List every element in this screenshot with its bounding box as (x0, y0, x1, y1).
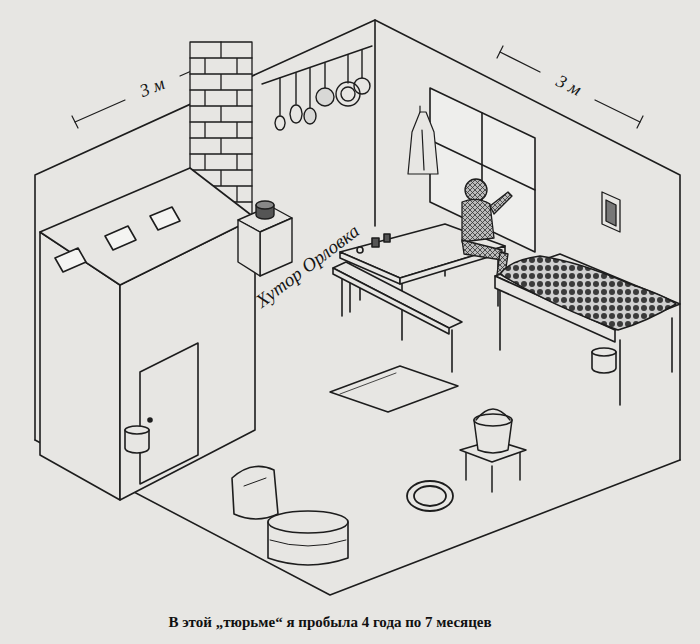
dimension-lines (72, 46, 643, 128)
wall-frame-part (602, 192, 620, 232)
dimension-lines-part (72, 116, 78, 128)
dimension-lines-part (497, 46, 503, 58)
bucket-on-stool-part (491, 466, 493, 492)
oven-part (55, 248, 86, 272)
chair-and-tub-part (232, 466, 278, 519)
bucket-on-stool (460, 409, 526, 492)
stove-part (238, 220, 260, 276)
hanging-utensils-part (262, 46, 372, 84)
wall-frame-part (606, 200, 616, 226)
oven-part (140, 343, 198, 484)
oven-part (40, 168, 255, 285)
hanging-utensils (262, 46, 372, 130)
person (462, 179, 512, 282)
hanging-utensils-part (347, 55, 348, 83)
bench (333, 262, 462, 372)
oven-part (148, 418, 152, 422)
bed-part (500, 256, 676, 330)
chair-and-tub (232, 466, 348, 565)
basin (407, 481, 453, 511)
dimension-lines-part (75, 100, 125, 122)
hanging-utensils-part (316, 88, 334, 106)
oven (40, 168, 255, 500)
table-part (384, 234, 390, 242)
hanging-utensils-part (336, 82, 360, 106)
hanging-utensils-part (275, 78, 285, 130)
bed-part (499, 284, 501, 350)
floor-hatch-part (340, 373, 396, 394)
table-part (372, 238, 379, 247)
wall-inscription: Хутор Орловка (252, 220, 363, 311)
hanging-utensils-part (354, 78, 370, 94)
person-part (462, 240, 502, 260)
bench-part (333, 262, 462, 328)
bucket-on-stool-part (519, 452, 521, 480)
bench-part (451, 330, 453, 372)
room-walls-part (374, 20, 376, 226)
hanging-utensils-part (361, 50, 362, 78)
chair-and-tub-part (268, 511, 348, 533)
bed-part (592, 348, 616, 356)
person-part (465, 179, 487, 201)
stove (238, 201, 292, 276)
stove-part (256, 201, 274, 209)
hanging-utensils-part (324, 63, 325, 89)
hanging-utensils-part (290, 73, 302, 123)
coat (408, 106, 438, 174)
bench-part (333, 268, 449, 334)
chair-and-tub-part (244, 478, 266, 486)
bench-part (341, 276, 343, 316)
table-part (357, 247, 363, 253)
bed-part (619, 340, 621, 405)
dimension-lines-part (637, 116, 643, 128)
coat-part (419, 106, 420, 112)
person-part (462, 199, 494, 242)
room-walls (35, 20, 680, 595)
bucket-on-stool-part (465, 452, 467, 480)
wall-frame (602, 192, 620, 232)
bucket-on-stool-part (476, 409, 510, 420)
oven-part (150, 207, 180, 230)
dimension-lines-part (500, 52, 540, 72)
dimension-label: 3 м (137, 74, 168, 102)
coat-part (408, 112, 438, 174)
hanging-utensils-part (341, 87, 355, 101)
coat-part (422, 130, 424, 170)
oven-part (105, 226, 136, 250)
floor-hatch (330, 366, 458, 412)
hanging-utensils-part (309, 68, 310, 110)
basin-part (414, 486, 446, 506)
bed (495, 254, 680, 405)
basin-part (407, 481, 453, 511)
figure-caption: В этой „тюрьме“ я пробыла 4 года по 7 ме… (168, 613, 491, 631)
chair-and-tub-part (270, 540, 346, 546)
person-part (490, 192, 512, 214)
dimension-label: 3 м (552, 72, 583, 101)
floor-hatch-part (330, 366, 458, 412)
bed-part (671, 318, 673, 372)
dimension-lines-part (595, 100, 640, 122)
oven-part (125, 426, 149, 434)
hanging-utensils-part (304, 108, 316, 124)
